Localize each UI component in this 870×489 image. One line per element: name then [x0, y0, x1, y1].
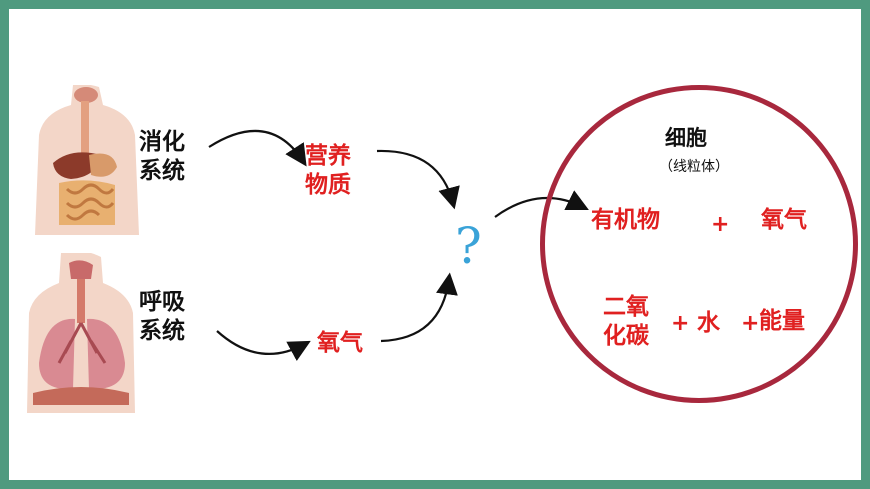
- digestive-system-illustration: [35, 85, 139, 235]
- water-label: 水: [697, 310, 720, 336]
- respiratory-system-label: 呼吸 系统: [139, 289, 185, 344]
- slide: 消化 系统 呼吸 系统 营养 物质 氧气 ? 细胞 （线粒体） 有机物 + 氧气…: [9, 9, 861, 480]
- cell-title: 细胞: [665, 126, 707, 150]
- plus-sign-2: +: [671, 311, 690, 336]
- energy-label: 能量: [759, 308, 805, 334]
- plus-sign-1: +: [711, 212, 730, 237]
- respiratory-system-illustration: [27, 253, 135, 413]
- arrow-nutrients-to-question: [376, 149, 460, 210]
- plus-sign-3: +: [741, 311, 760, 336]
- cell-oxygen-label: 氧气: [761, 207, 807, 233]
- cell-subtitle: （线粒体）: [659, 159, 729, 175]
- arrow-oxygen-to-question: [380, 272, 458, 343]
- digestive-system-label: 消化 系统: [139, 129, 185, 184]
- oxygen-input-label: 氧气: [317, 330, 363, 356]
- nutrients-label: 营养 物质: [305, 143, 351, 198]
- carbon-dioxide-label: 二氧 化碳: [603, 294, 649, 349]
- cell-circle: [540, 85, 858, 403]
- organic-matter-label: 有机物: [591, 207, 660, 233]
- arrow-respiratory-to-oxygen: [216, 330, 311, 362]
- arrow-digestive-to-nutrients: [208, 129, 307, 167]
- question-mark: ?: [455, 217, 482, 275]
